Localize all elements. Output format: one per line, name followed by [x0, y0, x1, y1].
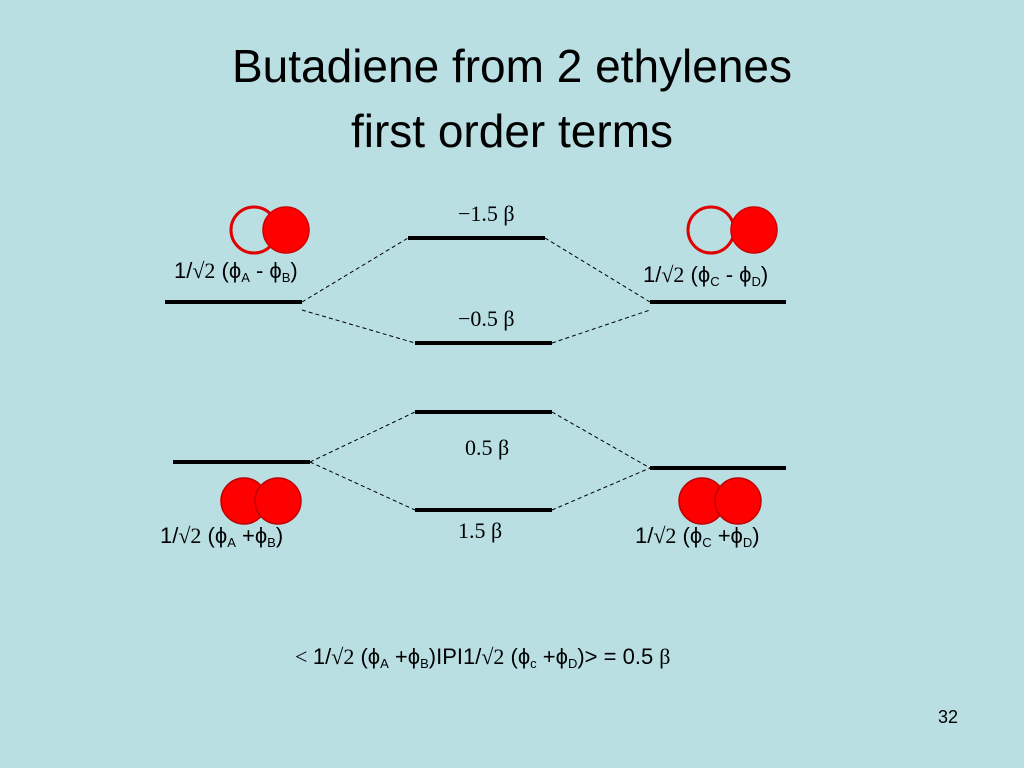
orbital-label-right-bonding: 1/√2 (ϕC +ϕD)	[635, 523, 760, 550]
slide-title-line2: first order terms	[350, 105, 674, 157]
orbital-label-right-antibonding: 1/√2 (ϕC - ϕD)	[643, 262, 769, 289]
orbital-left-antibonding-icon	[229, 205, 310, 255]
energy-label-3: 0.5 β	[465, 435, 510, 460]
interaction-formula: < 1/√2 (ϕA +ϕB)IPI1/√2 (ϕc +ϕD)> = 0.5 β	[295, 644, 671, 671]
slide-title-line1: Butadiene from 2 ethylenes	[231, 40, 793, 92]
energy-label-2: −0.5 β	[458, 306, 515, 331]
correlation-line	[551, 467, 651, 511]
orbital-label-left-antibonding: 1/√2 (ϕA - ϕB)	[174, 258, 298, 285]
orbital-left-bonding-icon	[220, 477, 302, 525]
correlation-line	[301, 309, 416, 344]
correlation-line	[551, 411, 651, 469]
orbital-label-left-bonding: 1/√2 (ϕA +ϕB)	[160, 523, 284, 550]
correlation-line	[309, 411, 416, 463]
page-number: 32	[938, 707, 959, 727]
correlation-line	[309, 461, 416, 511]
correlation-line	[544, 237, 651, 303]
energy-label-4: 1.5 β	[458, 518, 503, 543]
correlation-line	[301, 237, 409, 303]
orbital-right-bonding-icon	[678, 477, 762, 525]
energy-label-1: −1.5 β	[458, 201, 515, 226]
correlation-line	[551, 309, 651, 344]
orbital-right-antibonding-icon	[686, 205, 778, 255]
